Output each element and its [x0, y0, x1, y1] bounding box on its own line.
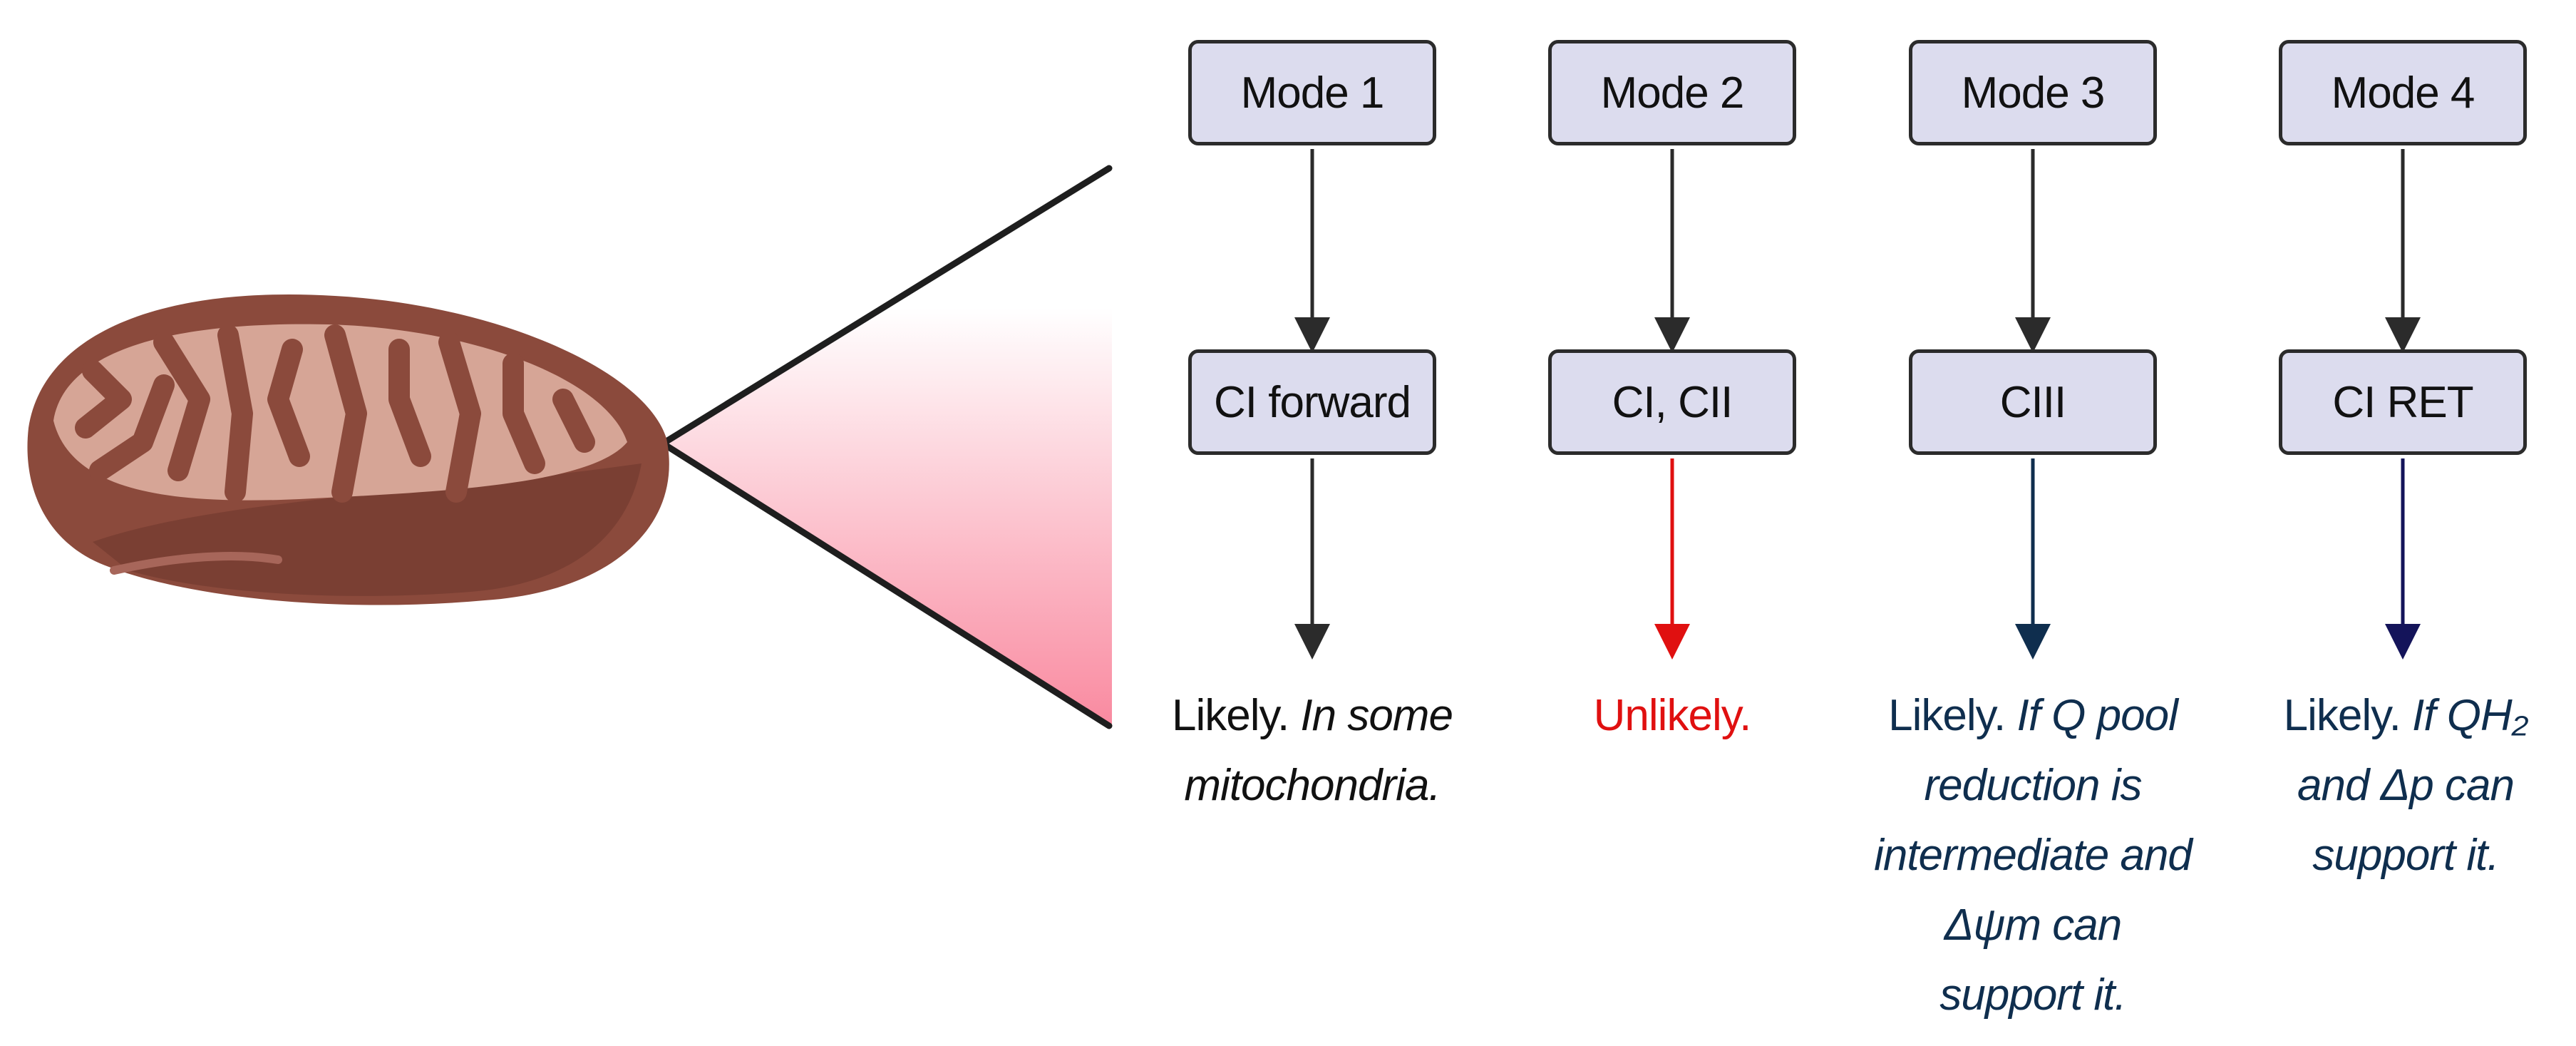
complex-1-box: CI forward [1188, 349, 1436, 455]
mode-1-box: Mode 1 [1188, 40, 1436, 145]
outcome-note-line: If Q pool [2005, 691, 2178, 740]
outcome-note-line: and Δp can [2297, 761, 2515, 810]
outcome-mode-4: Likely. If QH₂ and Δp can support it. [2192, 681, 2576, 891]
complex-2-box: CI, CII [1548, 349, 1796, 455]
outcome-lead: Likely. [1888, 691, 2006, 740]
outcome-note-line: Δψm can [1944, 901, 2123, 950]
mitochondrion-icon [27, 294, 669, 605]
mode-2-box: Mode 2 [1548, 40, 1796, 145]
mode-3-box: Mode 3 [1909, 40, 2157, 145]
outcome-note-line: reduction is [1924, 761, 2142, 810]
outcome-mode-1: Likely. In some mitochondria. [1084, 681, 1540, 821]
outcome-note-line: If QH₂ [2400, 691, 2528, 740]
outcome-lead: Unlikely. [1593, 691, 1752, 740]
mode-4-box: Mode 4 [2279, 40, 2527, 145]
outcome-lead: Likely. [2283, 691, 2401, 740]
outcome-mode-3: Likely. If Q pool reduction is intermedi… [1805, 681, 2261, 1030]
outcome-lead: Likely. [1172, 691, 1289, 740]
zoom-wedge [659, 165, 1113, 729]
complex-4-box: CI RET [2279, 349, 2527, 455]
outcome-note-line: support it. [1939, 970, 2126, 1020]
outcome-mode-2: Unlikely. [1444, 681, 1900, 751]
complex-3-box: CIII [1909, 349, 2157, 455]
outcome-note-line: support it. [2312, 831, 2499, 880]
outcome-note-line: intermediate and [1874, 831, 2193, 880]
outcome-note-line: In some [1289, 691, 1453, 740]
outcome-note-line: mitochondria. [1184, 761, 1441, 810]
